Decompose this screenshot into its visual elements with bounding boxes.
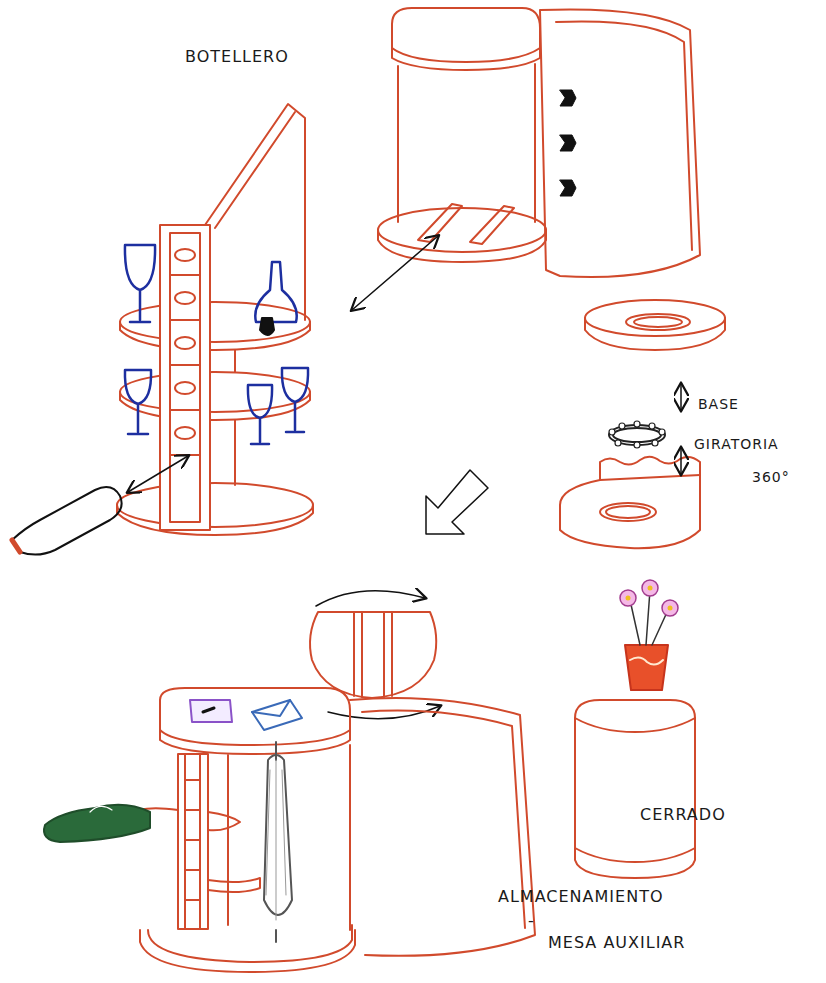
open-cabinet [378,8,700,277]
part-title: CERRADO [640,806,726,824]
part-title: ALMACENAMIENTO [498,888,664,906]
rotating-base [560,300,725,548]
part-label: GIRATORIA [694,437,779,452]
part-label: - [528,912,535,930]
bottle-rack [117,104,313,535]
part-title: BOTELLERO [185,48,289,66]
part-label: BASE [698,397,739,412]
wine-bottle [12,456,188,555]
closed-unit [575,580,695,878]
part-title: MESA AUXILIAR [548,934,685,952]
part-label: 360° [752,470,790,485]
storage-unit [44,688,535,972]
